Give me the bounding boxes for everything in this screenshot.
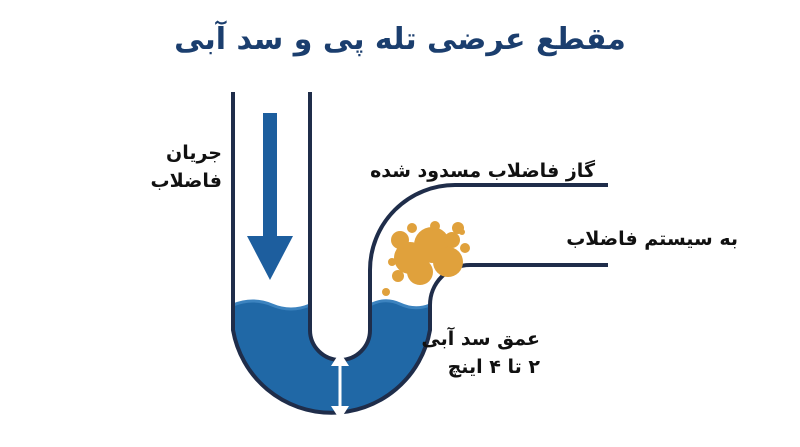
to-sewer-label: به سیستم فاضلاب xyxy=(566,228,738,250)
down-flow-arrow-icon xyxy=(247,113,293,280)
inflow-label-line1: جریان xyxy=(166,142,222,164)
double-headed-arrow-icon xyxy=(331,352,349,420)
seal-depth-label: عمق سد آبی ۲ تا ۴ اینچ xyxy=(420,326,540,381)
inflow-label-line2: فاضلاب xyxy=(150,169,222,192)
pipe-inner-wall xyxy=(308,92,608,362)
water-surface-left xyxy=(232,299,311,311)
page-title: مقطع عرضی تله پی و سد آبی xyxy=(174,22,626,57)
pipe-outer-wall xyxy=(231,92,608,415)
sewer-gas-label: گاز فاضلاب مسدود شده xyxy=(370,160,595,182)
seal-depth-line1: عمق سد آبی xyxy=(421,328,540,350)
gas-bubbles-icon xyxy=(382,221,470,296)
seal-depth-line2: ۲ تا ۴ اینچ xyxy=(447,355,540,378)
inflow-label: جریان فاضلاب xyxy=(140,140,222,195)
water-seal xyxy=(233,300,430,413)
water-surface-right xyxy=(369,299,431,310)
